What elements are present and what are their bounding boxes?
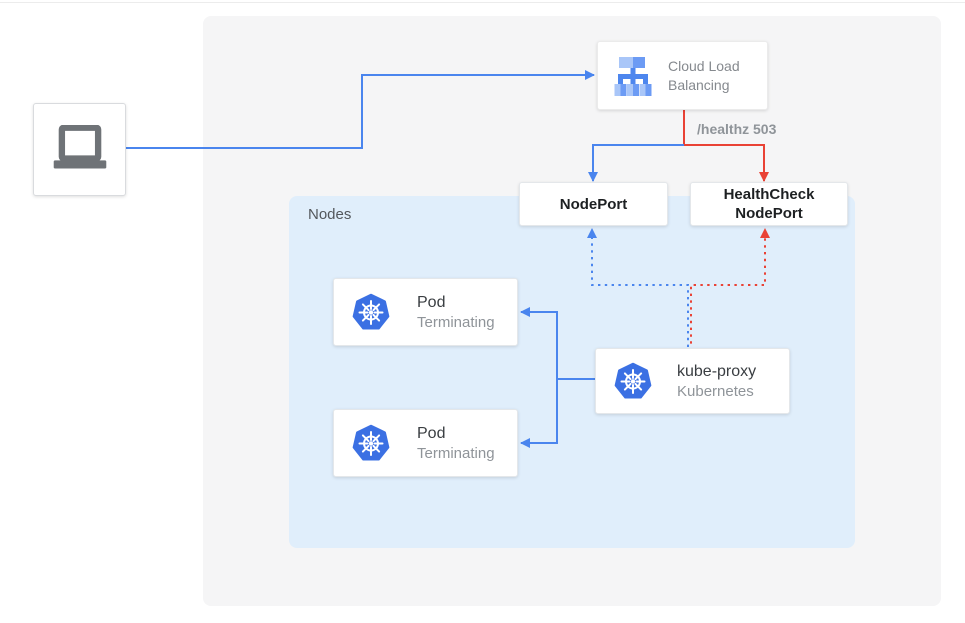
top-divider xyxy=(0,2,965,3)
cloud-load-balancing-node: Cloud Load Balancing xyxy=(597,41,768,110)
kubernetes-icon xyxy=(351,292,391,332)
pod-node-2: Pod Terminating xyxy=(333,409,518,477)
laptop-icon xyxy=(51,125,109,174)
nodeport-label: NodePort xyxy=(559,195,628,213)
kubernetes-icon xyxy=(351,423,391,463)
client-node xyxy=(33,103,126,196)
nodeport-node: NodePort xyxy=(519,182,668,226)
load-balancer-icon xyxy=(611,56,655,96)
pod-title: Pod xyxy=(417,293,446,311)
healthz-status-label: /healthz 503 xyxy=(697,121,777,137)
pod-node-1: Pod Terminating xyxy=(333,278,518,346)
healthcheck-nodeport-label: HealthCheck NodePort xyxy=(723,186,815,222)
pod-status: Terminating xyxy=(417,313,495,331)
kube-proxy-subtitle: Kubernetes xyxy=(677,382,754,400)
kubernetes-icon xyxy=(613,361,653,401)
nodes-panel-label: Nodes xyxy=(308,206,352,223)
pod-title: Pod xyxy=(417,424,446,442)
cloud-load-balancing-label: Cloud Load Balancing xyxy=(668,57,740,93)
pod-status: Terminating xyxy=(417,444,495,462)
healthcheck-nodeport-node: HealthCheck NodePort xyxy=(690,182,848,226)
kube-proxy-node: kube-proxy Kubernetes xyxy=(595,348,790,414)
kube-proxy-title: kube-proxy xyxy=(677,362,757,380)
